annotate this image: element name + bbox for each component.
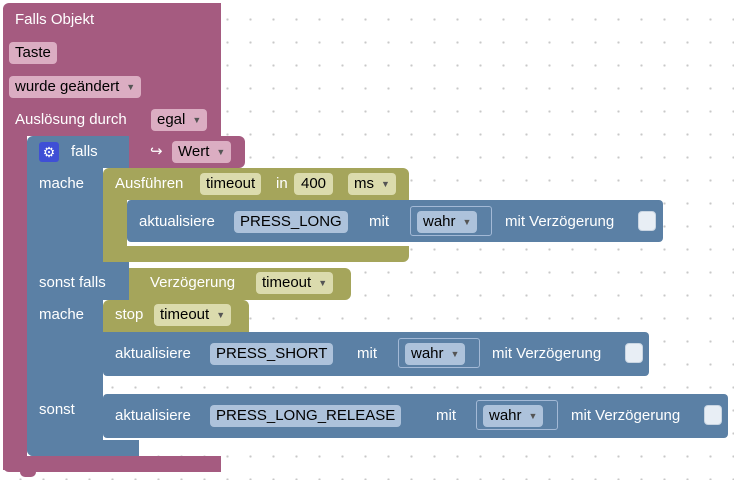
delay-condition-dropdown[interactable]: timeout▼ bbox=[256, 272, 334, 294]
timeout-in-label: in bbox=[276, 175, 288, 192]
update-long-delay-label: mit Verzögerung bbox=[505, 213, 615, 230]
update-short-label: aktualisiere bbox=[115, 345, 191, 362]
caret-down-icon: ▼ bbox=[450, 349, 460, 359]
trigger-by-dropdown[interactable]: egal▼ bbox=[151, 109, 208, 131]
variable-arrow-icon: ↪ bbox=[150, 143, 163, 160]
timeout-name-field[interactable]: timeout bbox=[200, 173, 262, 195]
update-long-label: aktualisiere bbox=[139, 213, 215, 230]
update-long-delay-checkbox[interactable] bbox=[638, 211, 656, 231]
if-block-spine bbox=[27, 168, 103, 456]
if-block-else-if-row bbox=[27, 262, 129, 300]
timeout-unit-dropdown[interactable]: ms▼ bbox=[348, 173, 396, 195]
update-release-block[interactable] bbox=[103, 394, 728, 438]
variable-dropdown[interactable]: Wert▼ bbox=[172, 141, 232, 163]
if-label: falls bbox=[71, 143, 98, 160]
caret-down-icon: ▼ bbox=[462, 217, 472, 227]
trigger-condition-dropdown[interactable]: wurde geändert▼ bbox=[9, 76, 142, 98]
caret-down-icon: ▼ bbox=[318, 278, 328, 288]
stop-label: stop bbox=[115, 306, 144, 323]
do-label: mache bbox=[39, 175, 85, 192]
update-long-value-dropdown[interactable]: wahr▼ bbox=[417, 211, 478, 233]
update-short-delay-checkbox[interactable] bbox=[625, 343, 643, 363]
stop-dropdown[interactable]: timeout▼ bbox=[154, 304, 232, 326]
timeout-run-label: Ausführen bbox=[115, 175, 184, 192]
caret-down-icon: ▼ bbox=[126, 82, 136, 92]
timeout-value-field[interactable]: 400 bbox=[294, 173, 334, 195]
update-short-block[interactable] bbox=[103, 332, 649, 376]
update-release-delay-checkbox[interactable] bbox=[704, 405, 722, 425]
trigger-block-footer bbox=[3, 456, 221, 472]
update-long-state-field[interactable]: PRESS_LONG bbox=[234, 211, 348, 233]
update-release-with-label: mit bbox=[436, 407, 456, 424]
caret-down-icon: ▼ bbox=[528, 411, 538, 421]
update-short-delay-label: mit Verzögerung bbox=[492, 345, 602, 362]
update-release-label: aktualisiere bbox=[115, 407, 191, 424]
caret-down-icon: ▼ bbox=[216, 310, 226, 320]
gear-icon[interactable]: ⚙ bbox=[39, 142, 59, 162]
else-if-label: sonst falls bbox=[39, 274, 106, 291]
trigger-block-spine bbox=[3, 130, 27, 470]
update-short-state-field[interactable]: PRESS_SHORT bbox=[210, 343, 334, 365]
do2-label: mache bbox=[39, 306, 85, 323]
update-long-block[interactable] bbox=[127, 200, 663, 242]
trigger-title: Falls Objekt bbox=[15, 11, 95, 28]
update-short-value-dropdown[interactable]: wahr▼ bbox=[405, 343, 466, 365]
caret-down-icon: ▼ bbox=[381, 179, 390, 189]
update-release-value-dropdown[interactable]: wahr▼ bbox=[483, 405, 544, 427]
trigger-connector-notch bbox=[20, 470, 36, 477]
update-release-delay-label: mit Verzögerung bbox=[571, 407, 681, 424]
trigger-object-field[interactable]: Taste bbox=[9, 42, 57, 64]
timeout-block-footer bbox=[103, 246, 409, 262]
if-block-footer bbox=[27, 440, 139, 456]
trigger-by-label: Auslösung durch bbox=[15, 111, 127, 128]
else-label: sonst bbox=[39, 401, 75, 418]
caret-down-icon: ▼ bbox=[192, 115, 202, 125]
delay-condition-label: Verzögerung bbox=[150, 274, 236, 291]
update-short-with-label: mit bbox=[357, 345, 377, 362]
update-release-state-field[interactable]: PRESS_LONG_RELEASE bbox=[210, 405, 402, 427]
update-long-with-label: mit bbox=[369, 213, 389, 230]
caret-down-icon: ▼ bbox=[216, 147, 226, 157]
